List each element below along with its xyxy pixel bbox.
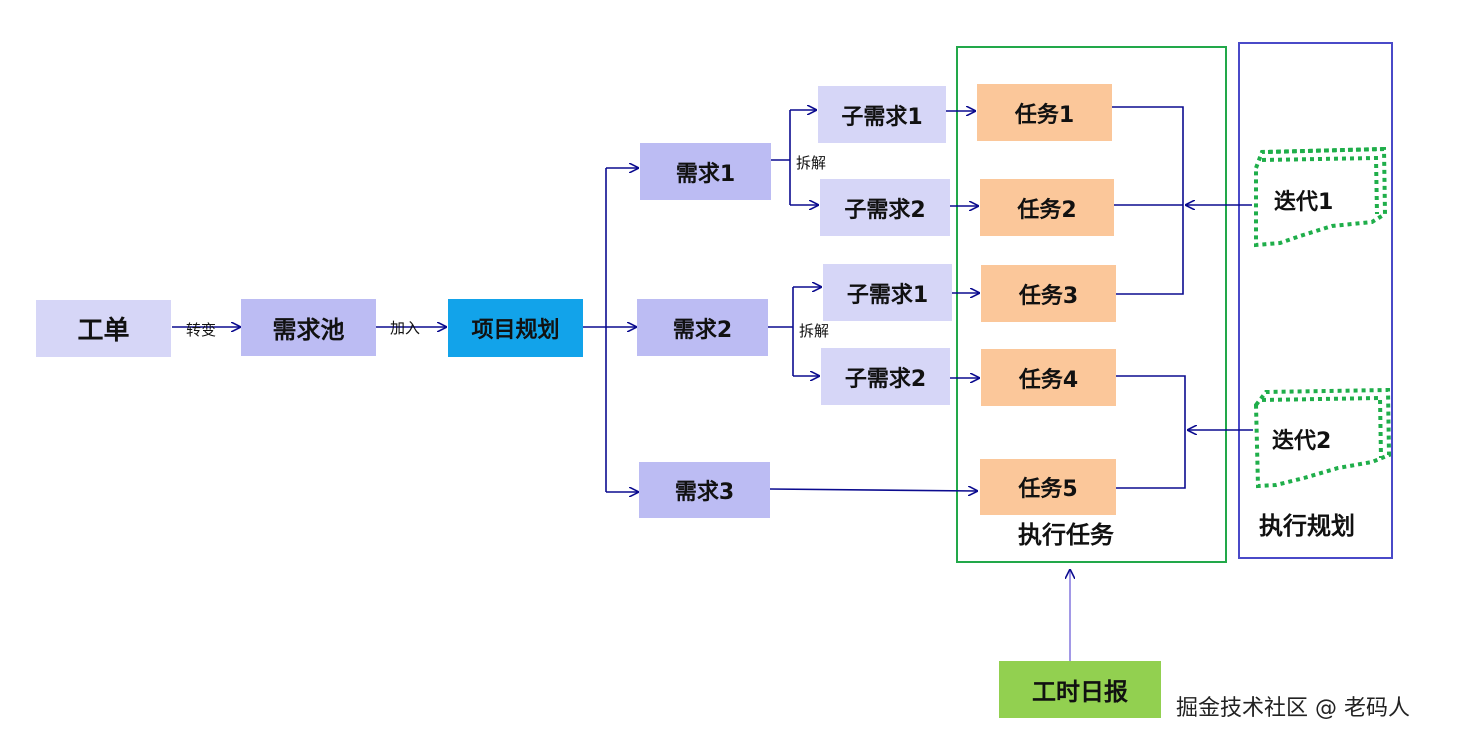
task-1-label: 任务1	[1014, 102, 1075, 128]
subrequirement-b1-box: 子需求1	[823, 264, 952, 321]
pool-label: 需求池	[272, 316, 345, 344]
add-label: 加入	[390, 319, 421, 337]
task-3-label: 任务3	[1018, 283, 1079, 309]
requirement-3-label: 需求3	[674, 480, 735, 505]
convert-label: 转变	[186, 321, 217, 339]
watermark-text: 掘金技术社区 @ 老码人	[1176, 696, 1410, 721]
exec-tasks-frame	[956, 46, 1227, 563]
ticket-box: 工单	[36, 300, 171, 357]
iteration2-shape	[1253, 387, 1392, 489]
split-label-1: 拆解	[796, 154, 827, 172]
task-1-box: 任务1	[977, 84, 1112, 141]
requirement-1-label: 需求1	[675, 161, 736, 187]
exec-plan-title: 执行规划	[1259, 512, 1355, 540]
planning-box: 项目规划	[448, 299, 583, 357]
task-5-box: 任务5	[980, 459, 1116, 515]
task-4-label: 任务4	[1018, 367, 1079, 393]
subrequirement-b2-box: 子需求2	[821, 348, 950, 405]
pool-box: 需求池	[241, 299, 376, 356]
exec-tasks-title: 执行任务	[1018, 521, 1114, 549]
requirement-2-label: 需求2	[672, 317, 733, 343]
requirement-3-box: 需求3	[639, 462, 770, 518]
iteration-2-label: 迭代2	[1272, 429, 1332, 454]
split-label-2: 拆解	[799, 322, 830, 340]
subrequirement-b1-label: 子需求1	[846, 282, 929, 308]
subrequirement-a2-label: 子需求2	[844, 197, 926, 223]
subrequirement-a2-box: 子需求2	[820, 179, 950, 236]
task-2-label: 任务2	[1017, 197, 1077, 223]
requirement-2-box: 需求2	[637, 299, 768, 356]
task-5-label: 任务5	[1018, 477, 1078, 502]
subrequirement-a1-label: 子需求1	[841, 104, 923, 130]
subrequirement-b2-label: 子需求2	[844, 366, 927, 392]
planning-label: 项目规划	[471, 318, 560, 343]
subrequirement-a1-box: 子需求1	[818, 86, 946, 143]
ticket-label: 工单	[77, 316, 130, 346]
task-3-box: 任务3	[981, 265, 1116, 322]
requirement-1-box: 需求1	[640, 143, 771, 200]
iteration-1-label: 迭代1	[1274, 190, 1334, 215]
exec-plan-frame	[1238, 42, 1393, 559]
task-4-box: 任务4	[981, 349, 1116, 406]
daily-report-box: 工时日报	[999, 661, 1161, 718]
task-2-box: 任务2	[980, 179, 1114, 236]
edge-r3-t5	[769, 489, 977, 491]
daily-report-label: 工时日报	[1032, 678, 1128, 706]
